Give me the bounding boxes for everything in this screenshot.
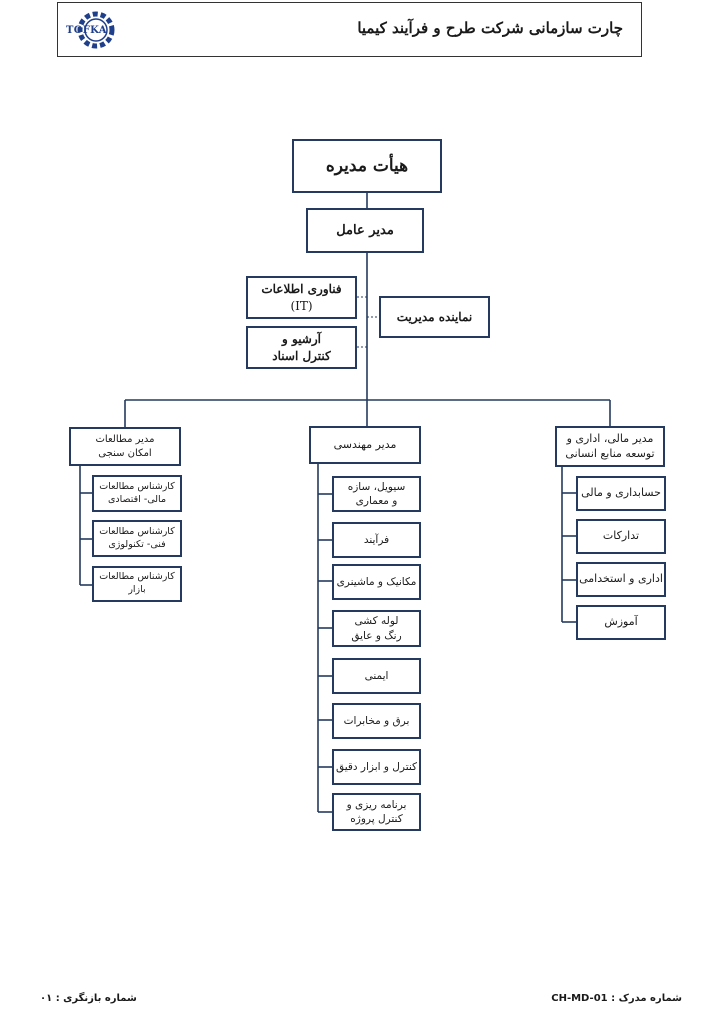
finance-manager-box: مدیر مالی، اداری و توسعه منابع انسانی — [555, 426, 665, 467]
engineering-unit-box: مکانیک و ماشینری — [332, 564, 421, 600]
finance-unit-label: حسابداری و مالی — [581, 486, 661, 500]
board-of-directors-box: هیأت مدیره — [292, 139, 442, 193]
finance-manager-line2: توسعه منابع انسانی — [565, 446, 655, 460]
engineering-unit-label: مکانیک و ماشینری — [336, 575, 417, 588]
finance-unit-box: حسابداری و مالی — [576, 476, 666, 511]
engineering-unit-box: فرآیند — [332, 522, 421, 558]
document-header: TOFKA چارت سازمانی شرکت طرح و فرآیند کیم… — [57, 2, 642, 57]
engineering-unit-label: سیویل، سازه — [347, 480, 406, 493]
finance-unit-label: تدارکات — [602, 529, 640, 543]
finance-unit-box: تدارکات — [576, 519, 666, 554]
management-rep-box: نماینده مدیریت — [379, 296, 490, 338]
engineering-unit-label: برنامه ریزی و — [346, 798, 407, 811]
studies-unit-label: فنی- تکنولوژی — [108, 538, 166, 550]
engineering-unit-label: لوله کشی — [354, 615, 399, 628]
engineering-unit-label: کنترل پروژه — [350, 813, 403, 825]
engineering-unit-label: برق و مخابرات — [343, 714, 410, 727]
engineering-manager-box: مدیر مهندسی — [309, 426, 421, 464]
engineering-unit-box: کنترل و ابزار دقیق — [332, 749, 421, 785]
studies-unit-box: کارشناس مطالعات فنی- تکنولوژی — [92, 520, 182, 557]
engineering-unit-box: لوله کشی رنگ و عایق — [332, 610, 421, 647]
studies-unit-label: مالی- اقتصادی — [107, 493, 167, 505]
page-title: چارت سازمانی شرکت طرح و فرآیند کیمیا — [357, 19, 623, 37]
engineering-unit-label: ایمنی — [364, 669, 389, 682]
it-box: فناوری اطلاعات (IT) — [246, 276, 357, 319]
studies-unit-label: کارشناس مطالعات — [99, 525, 175, 537]
archive-label-line2: کنترل اسناد — [272, 348, 331, 363]
logo-text: TOFKA — [66, 25, 107, 36]
engineering-unit-label: و معماری — [355, 495, 398, 507]
finance-manager-line1: مدیر مالی، اداری و — [566, 431, 654, 445]
gear-logo-icon — [77, 11, 115, 49]
finance-unit-box: آموزش — [576, 605, 666, 640]
document-number: شماره مدرک : CH-MD-01 — [551, 993, 682, 1004]
engineering-unit-box: برق و مخابرات — [332, 703, 421, 739]
company-logo: TOFKA — [60, 7, 118, 53]
ceo-label: مدیر عامل — [336, 222, 394, 238]
studies-manager-line1: مدیر مطالعات — [95, 434, 155, 445]
studies-unit-label: کارشناس مطالعات — [99, 480, 175, 492]
it-sublabel: (IT) — [290, 298, 313, 313]
ceo-box: مدیر عامل — [306, 208, 424, 253]
engineering-unit-box: برنامه ریزی و کنترل پروژه — [332, 793, 421, 831]
studies-unit-box: کارشناس مطالعات بازار — [92, 566, 182, 602]
studies-unit-label: کارشناس مطالعات — [99, 571, 175, 583]
finance-unit-label: اداری و استخدامی — [579, 572, 663, 586]
studies-unit-box: کارشناس مطالعات مالی- اقتصادی — [92, 475, 182, 512]
archive-label-line1: آرشیو و — [282, 332, 321, 347]
studies-manager-line2: امکان سنجی — [98, 447, 152, 459]
engineering-unit-label: فرآیند — [363, 533, 390, 546]
finance-unit-box: اداری و استخدامی — [576, 562, 666, 597]
archive-box: آرشیو و کنترل اسناد — [246, 326, 357, 369]
studies-manager-box: مدیر مطالعات امکان سنجی — [69, 427, 181, 466]
management-rep-label: نماینده مدیریت — [396, 309, 473, 324]
engineering-manager-label: مدیر مهندسی — [333, 437, 397, 451]
studies-unit-label: بازار — [128, 584, 146, 595]
board-label: هیأت مدیره — [325, 155, 409, 176]
engineering-unit-box: سیویل، سازه و معماری — [332, 476, 421, 512]
engineering-unit-box: ایمنی — [332, 658, 421, 694]
it-label: فناوری اطلاعات — [261, 282, 342, 297]
revision-number: شماره بازنگری : ۰۱ — [40, 993, 137, 1004]
engineering-unit-label: کنترل و ابزار دقیق — [335, 760, 418, 773]
finance-unit-label: آموزش — [604, 615, 638, 629]
engineering-unit-label: رنگ و عایق — [351, 629, 402, 642]
